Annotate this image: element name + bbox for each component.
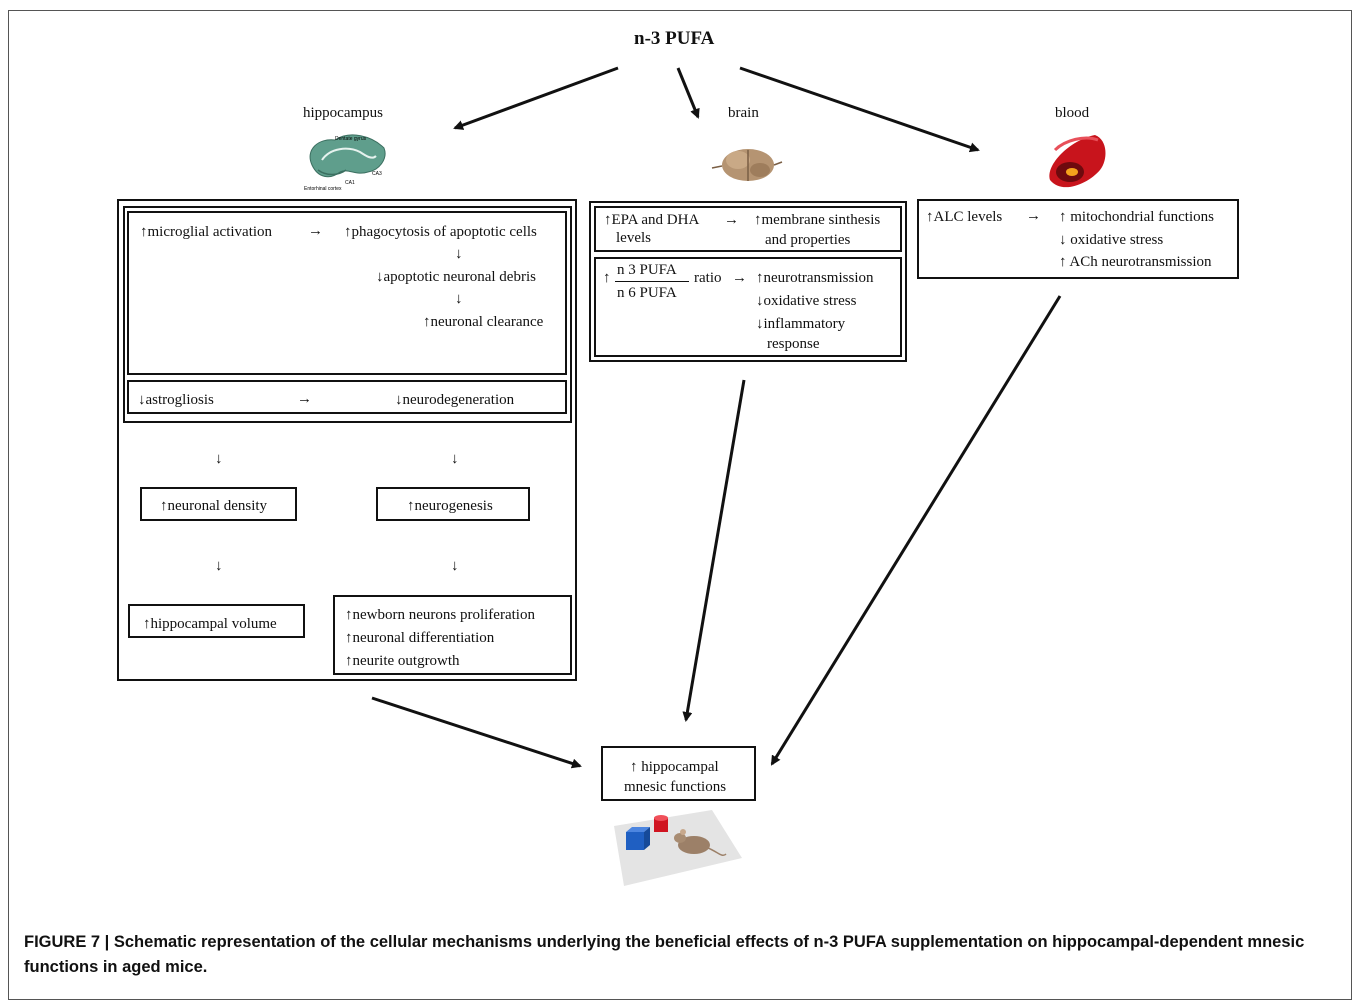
hippocampus-illustration: Dentate gyrus CA3 CA1 Entorhinal cortex <box>304 134 386 192</box>
arrow-brain-to-outcome <box>682 379 746 722</box>
hippo-label-ento: Entorhinal cortex <box>304 186 342 192</box>
newborn-proliferation: ↑newborn neurons proliferation <box>345 607 535 623</box>
alc-levels: ↑ALC levels <box>926 209 1003 225</box>
ratio-numerator: n 3 PUFA <box>617 262 677 278</box>
neuronal-density: ↑neuronal density <box>160 498 268 514</box>
microglia-box <box>127 211 567 375</box>
mitochondrial-functions: ↑ mitochondrial functions <box>1059 209 1214 225</box>
neurogenesis-effects-box <box>333 595 572 675</box>
down-arrow-2: ↓ <box>455 291 463 307</box>
blood-vessel-illustration <box>1049 135 1106 188</box>
arrow-to-brain <box>676 67 700 119</box>
epa-dha-line2: levels <box>616 230 651 246</box>
membrane-line1: ↑membrane sinthesis <box>754 212 881 228</box>
arena-illustration <box>614 810 742 886</box>
epa-dha-line1: ↑EPA and DHA <box>604 212 700 228</box>
alc-arrow: → <box>1026 208 1041 224</box>
outcome-line1: ↑ hippocampal <box>630 759 719 775</box>
blood-panel <box>917 199 1239 279</box>
ratio-box <box>594 257 902 357</box>
figure-caption: FIGURE 7 | Schematic representation of t… <box>24 933 1305 976</box>
down-arrow-1: ↓ <box>455 246 463 262</box>
down-arrow-left-2: ↓ <box>215 558 223 574</box>
astrogliosis-box <box>127 380 567 414</box>
ratio-fraction-bar <box>615 281 689 282</box>
column-hippocampus: hippocampus <box>303 105 383 121</box>
arrow-to-hippocampus <box>453 66 619 130</box>
epa-box <box>594 206 902 252</box>
down-arrow-right-1: ↓ <box>451 451 459 467</box>
brain-oxidative-stress: ↓oxidative stress <box>756 293 857 309</box>
neuronal-clearance: ↑neuronal clearance <box>423 314 544 330</box>
ach-neurotransmission: ↑ ACh neurotransmission <box>1059 254 1212 270</box>
neurogenesis-box <box>376 487 530 521</box>
astrogliosis-arrow: → <box>297 391 312 407</box>
apoptotic-debris: ↓apoptotic neuronal debris <box>376 269 536 285</box>
hippocampal-volume: ↑hippocampal volume <box>143 616 277 632</box>
diagram-title: n-3 PUFA <box>634 28 715 49</box>
hippo-label-dentate: Dentate gyrus <box>335 136 367 142</box>
outcome-box <box>601 746 756 801</box>
neuronal-density-box <box>140 487 297 521</box>
astrogliosis: ↓astrogliosis <box>138 392 214 408</box>
ratio-up: ↑ <box>603 270 611 286</box>
microglial-arrow: → <box>308 223 323 239</box>
down-arrow-right-2: ↓ <box>451 558 459 574</box>
arrow-hippo-to-outcome <box>371 696 582 769</box>
column-blood: blood <box>1055 105 1090 121</box>
arrow-to-blood <box>739 66 980 153</box>
ratio-denominator: n 6 PUFA <box>617 285 677 301</box>
inflammatory-line1: ↓inflammatory <box>756 316 846 332</box>
hippo-label-ca1: CA1 <box>345 180 355 186</box>
brain-illustration <box>711 149 783 181</box>
neurogenesis: ↑neurogenesis <box>407 498 493 514</box>
ratio-arrow: → <box>732 270 747 286</box>
epa-arrow: → <box>724 212 739 228</box>
arrow-blood-to-outcome <box>770 295 1062 766</box>
neurotransmission: ↑neurotransmission <box>756 270 874 286</box>
microglial-activation: ↑microglial activation <box>140 224 273 240</box>
membrane-line2: and properties <box>765 232 851 248</box>
neuronal-differentiation: ↑neuronal differentiation <box>345 630 495 646</box>
column-brain: brain <box>728 105 759 121</box>
phagocytosis: ↑phagocytosis of apoptotic cells <box>344 224 537 240</box>
neurite-outgrowth: ↑neurite outgrowth <box>345 653 460 669</box>
hippo-label-ca3: CA3 <box>372 171 382 177</box>
ratio-word: ratio <box>694 270 722 286</box>
hippocampal-volume-box <box>128 604 305 638</box>
blood-oxidative-stress: ↓ oxidative stress <box>1059 232 1164 248</box>
neurodegeneration: ↓neurodegeneration <box>395 392 515 408</box>
down-arrow-left-1: ↓ <box>215 451 223 467</box>
outcome-line2: mnesic functions <box>624 779 727 795</box>
inflammatory-line2: response <box>767 336 820 352</box>
